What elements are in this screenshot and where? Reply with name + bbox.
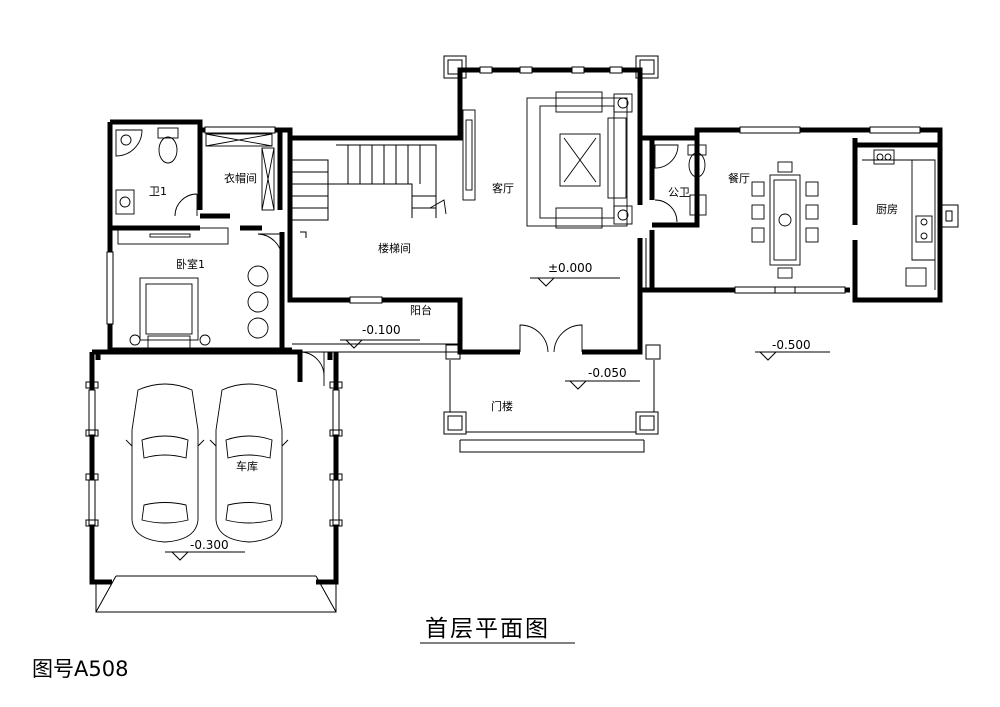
- staircase: [291, 144, 437, 238]
- level-markers: [165, 277, 830, 561]
- label-bathroom1: 卫1: [149, 185, 167, 198]
- label-bedroom1: 卧室1: [176, 257, 205, 271]
- drawing-number: 图号A508: [32, 657, 128, 681]
- label-closet: 衣帽间: [224, 171, 257, 185]
- dining-table: [751, 161, 819, 279]
- kitchen-fixtures: [862, 149, 936, 290]
- label-living-room: 客厅: [492, 181, 514, 195]
- drawing-title: 首层平面图: [425, 616, 550, 642]
- garage-cars: [125, 383, 289, 543]
- public-bath-fixtures: [654, 144, 707, 216]
- porch-outline: [449, 360, 655, 453]
- level-garage: -0.300: [190, 538, 229, 552]
- bathroom1-fixtures: [115, 127, 179, 215]
- label-porch: 门楼: [491, 399, 513, 413]
- label-kitchen: 厨房: [876, 203, 898, 216]
- living-furniture: [462, 91, 633, 229]
- windows: [85, 66, 959, 527]
- car-left: [125, 383, 205, 543]
- interior-walls: [110, 130, 940, 350]
- columns: [443, 55, 661, 435]
- level-main: ±0.000: [548, 261, 592, 275]
- label-stairwell: 楼梯间: [378, 241, 411, 255]
- level-balcony: -0.100: [362, 323, 401, 337]
- label-balcony: 阳台: [410, 303, 432, 317]
- exterior-walls: [89, 67, 943, 585]
- level-porch: -0.050: [588, 366, 627, 380]
- doors: [174, 193, 678, 386]
- label-public-bath: 公卫: [668, 186, 690, 199]
- bedroom-furniture: [117, 227, 269, 349]
- closet-fixtures: [205, 133, 275, 211]
- level-exterior: -0.500: [772, 338, 811, 352]
- label-garage: 车库: [236, 459, 258, 473]
- car-right: [209, 383, 289, 543]
- garage-apron: [95, 575, 337, 613]
- label-dining: 餐厅: [728, 171, 750, 185]
